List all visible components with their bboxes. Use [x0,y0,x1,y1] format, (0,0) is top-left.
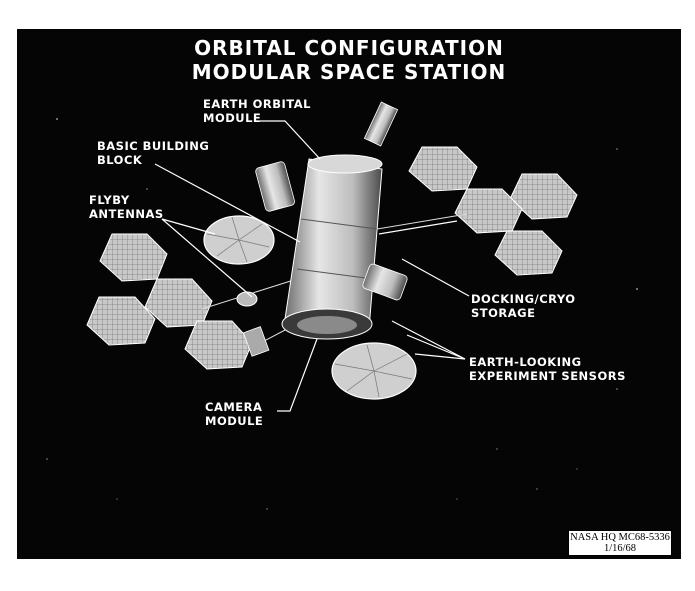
label-basic-building-block: BASIC BUILDING BLOCK [97,139,210,167]
flyby-antenna-upper [203,215,275,265]
caption-id: NASA HQ MC68-5336 [570,532,670,543]
diagram-title-line2: MODULAR SPACE STATION [191,60,507,84]
diagram-title-line1: ORBITAL CONFIGURATION [194,36,504,60]
label-earth-looking-sensors: EARTH-LOOKING EXPERIMENT SENSORS [469,355,626,383]
solar-panel [99,233,168,282]
solar-panel [494,230,563,276]
earth-orbital-module [363,101,399,147]
solar-panel [408,146,478,192]
earth-looking-sensor-dish [331,342,417,400]
label-flyby-antennas: FLYBY ANTENNAS [89,193,164,221]
leader-lines [154,120,470,412]
solar-panel-array-left [86,233,253,370]
docking-cryo-module [362,263,408,301]
flyby-antenna-small [236,291,258,307]
solar-panel-array-right [408,146,578,276]
side-module [255,161,295,212]
label-docking-cryo-storage: DOCKING/CRYO STORAGE [471,292,576,320]
basic-building-block [281,154,383,340]
station-artwork [46,101,638,510]
space-station-illustration: ORBITAL CONFIGURATION MODULAR SPACE STAT… [17,29,681,559]
photo-caption: NASA HQ MC68-5336 1/16/68 [568,530,672,556]
label-camera-module: CAMERA MODULE [205,400,264,428]
label-earth-orbital-module: EARTH ORBITAL MODULE [203,97,311,125]
star-field [46,118,638,510]
solar-panel [184,320,253,370]
camera-box [242,326,270,357]
caption-date: 1/16/68 [603,543,637,554]
solar-panel [86,296,156,346]
